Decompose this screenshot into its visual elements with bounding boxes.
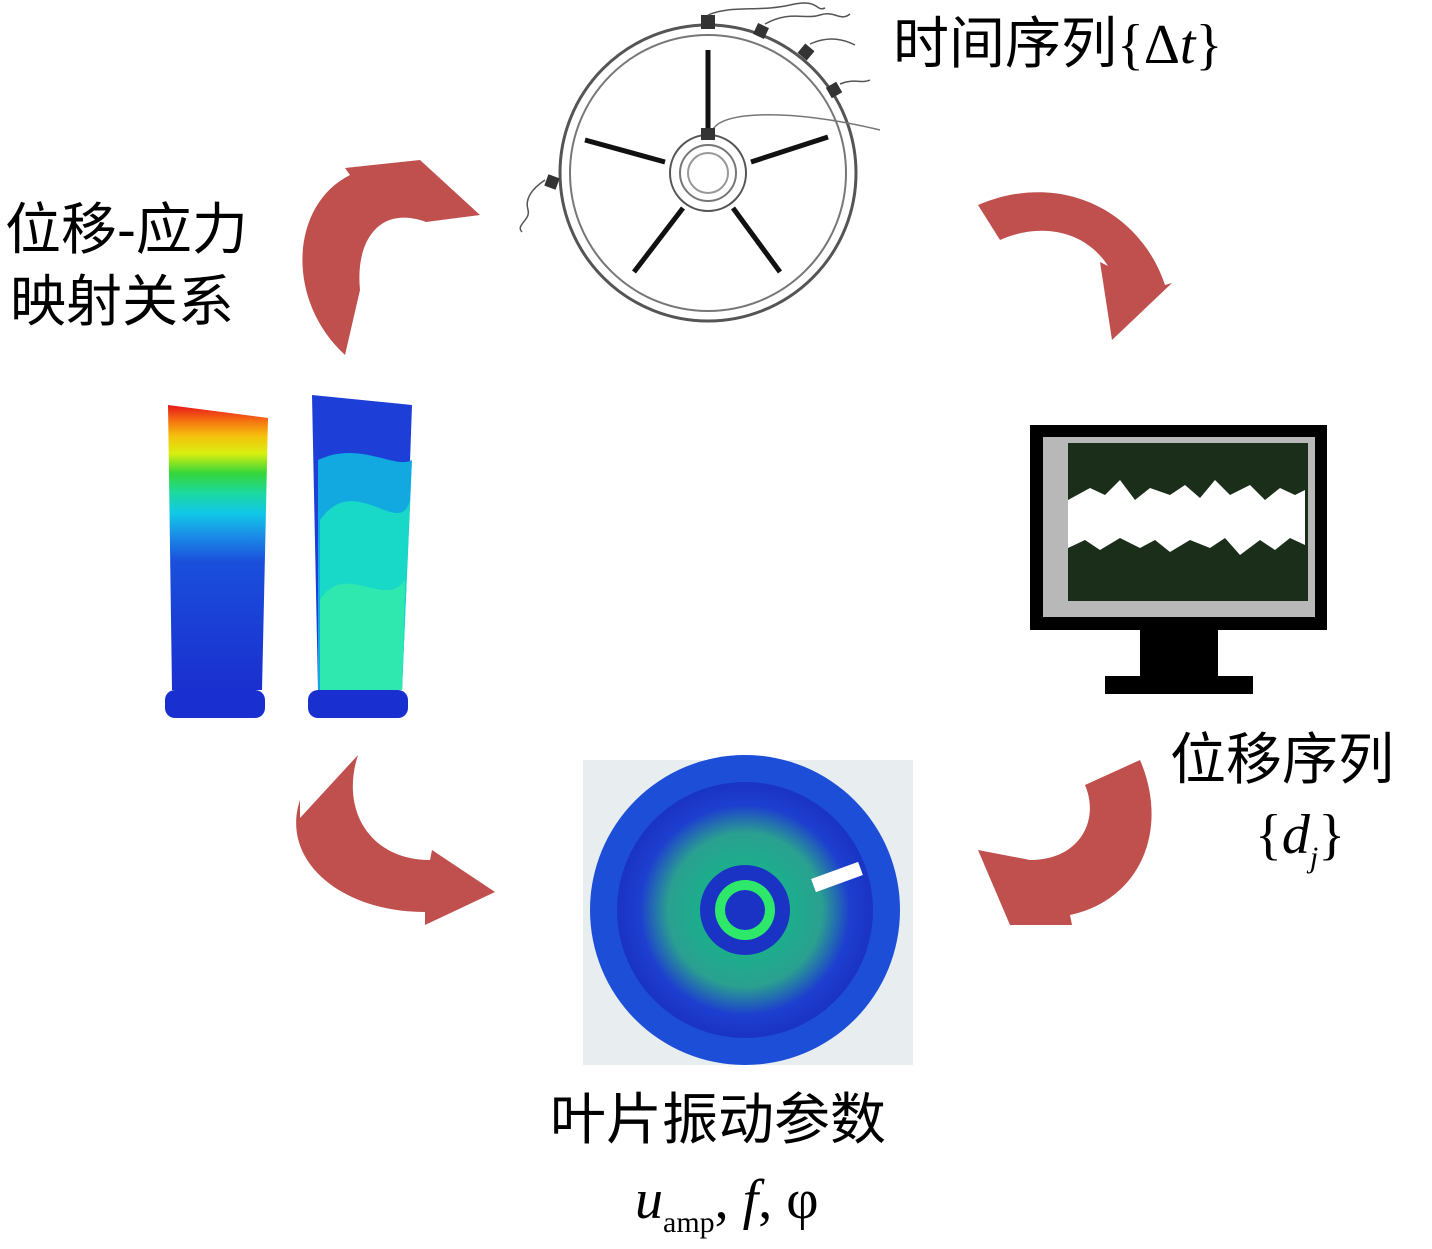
f-variable: f <box>742 1169 759 1231</box>
separator: , <box>758 1169 787 1231</box>
label-disp-stress-line1: 位移-应力 <box>5 198 248 263</box>
blade-contour-plot <box>165 395 412 718</box>
cycle-arrow-bottom-right <box>978 760 1152 925</box>
label-blade-params-math: uamp, f, φ <box>635 1169 819 1239</box>
brace-close: } <box>1318 804 1346 866</box>
brace-close: } <box>1195 14 1223 76</box>
u-subscript: amp <box>663 1206 715 1239</box>
cycle-arrow-bottom-left <box>296 755 495 925</box>
brace-open: { <box>1117 14 1144 76</box>
brace-open: { <box>1255 804 1282 866</box>
casing-sensor-diagram <box>519 2 881 323</box>
time-series-text: 时间序列 <box>893 12 1117 77</box>
label-blade-params: 叶片振动参数 <box>550 1088 886 1153</box>
bladed-disk-plot <box>583 755 913 1065</box>
label-disp-series-math: {dj} <box>1255 804 1346 874</box>
phi-variable: φ <box>786 1169 819 1231</box>
label-disp-series: 位移序列 <box>1170 728 1394 793</box>
disp-variable: d <box>1281 804 1310 866</box>
monitor-icon <box>1030 425 1327 694</box>
cycle-arrow-top-left <box>302 160 480 355</box>
label-disp-stress-line2: 映射关系 <box>10 270 234 335</box>
disp-subscript: j <box>1309 841 1319 874</box>
label-time-series: 时间序列{Δt} <box>893 14 1222 77</box>
cycle-arrow-top-right <box>978 192 1172 340</box>
u-variable: u <box>635 1169 663 1231</box>
time-variable: t <box>1179 14 1196 76</box>
delta-symbol: Δ <box>1143 14 1180 76</box>
separator: , <box>714 1169 743 1231</box>
